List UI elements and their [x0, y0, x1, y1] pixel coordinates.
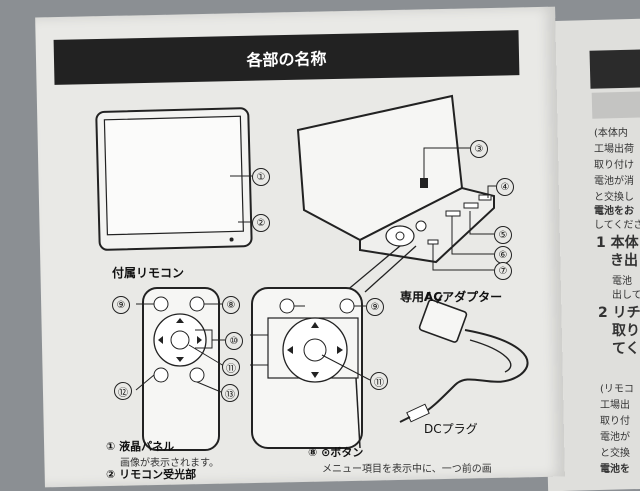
marker-13: ⑬ [221, 384, 239, 402]
right-text-19: と交換 [600, 448, 630, 459]
right-text-14: てく [612, 341, 640, 357]
right-text-1: (本体内 [594, 128, 628, 139]
marker-3: ③ [470, 140, 488, 158]
marker-9-left: ⑨ [112, 296, 130, 314]
ac-adapter [399, 291, 529, 423]
frame-front [95, 107, 253, 251]
item2-title: ② リモコン受光部 [106, 468, 197, 481]
dc-plug-label: DCプラグ [424, 422, 478, 436]
remote-large [251, 287, 363, 449]
right-text-15: (リモコ [600, 384, 634, 395]
item8-title: ⑧ ⊙ボタン [308, 446, 364, 459]
device-illustration [95, 94, 529, 451]
right-text-8: 1 本体 [596, 235, 639, 251]
marker-7: ⑦ [494, 262, 512, 280]
right-text-20: 電池を [600, 464, 630, 475]
marker-2: ② [252, 214, 270, 232]
marker-1: ① [252, 168, 270, 186]
right-text-12: 2 リチ [598, 305, 640, 321]
frame-back [296, 94, 495, 264]
right-text-9: き出 [610, 253, 638, 269]
right-text-7: してくださ [594, 220, 640, 231]
adapter-title: 専用ACアダプター [400, 290, 503, 304]
right-text-3: 取り付け [594, 160, 634, 171]
remote-small [142, 287, 220, 451]
marker-9-right: ⑨ [366, 298, 384, 316]
item1-desc: 画像が表示されます。 [120, 458, 219, 469]
right-text-16: 工場出 [600, 400, 630, 411]
marker-8: ⑧ [222, 296, 240, 314]
right-text-4: 電池が消 [594, 176, 634, 187]
marker-12: ⑫ [114, 382, 132, 400]
marker-5: ⑤ [494, 226, 512, 244]
right-text-10: 電池 [612, 276, 632, 287]
right-text-2: 工場出荷 [594, 144, 634, 155]
right-text-17: 取り付 [600, 416, 630, 427]
marker-4: ④ [496, 178, 514, 196]
right-text-18: 電池が [600, 432, 630, 443]
item1-title: ① 液晶パネル [106, 440, 175, 453]
remote-title: 付属リモコン [112, 266, 185, 280]
right-text-5: と交換し [594, 192, 634, 203]
marker-10: ⑩ [225, 332, 243, 350]
right-text-11: 出して [612, 290, 640, 301]
marker-11-left: ⑪ [222, 358, 240, 376]
right-text-6: 電池をお [594, 206, 634, 217]
marker-11-right: ⑪ [370, 372, 388, 390]
item8-desc: メニュー項目を表示中に、一つ前の画 [322, 464, 492, 475]
right-text-13: 取り [612, 323, 640, 339]
